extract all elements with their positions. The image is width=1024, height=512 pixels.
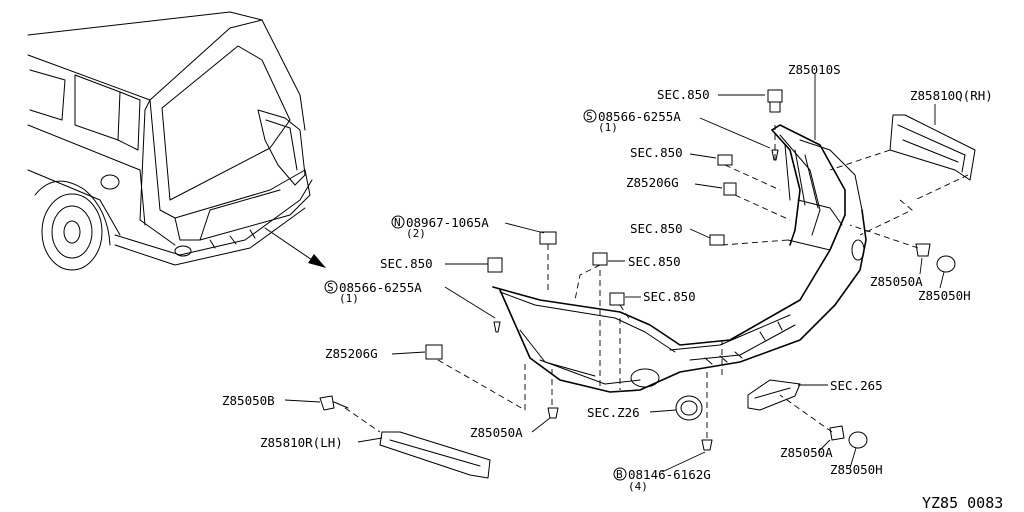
symbol-badge (583, 109, 597, 123)
symbol-badge (391, 215, 405, 229)
callout-labels: Z85010S Z85810Q(RH) SEC.850 S 08566-6255… (222, 62, 993, 493)
callout-label: 08146-6162G (628, 467, 711, 482)
callout-label: SEC.850 (630, 221, 683, 236)
callout-label: SEC.850 (630, 145, 683, 160)
callout-label: SEC.265 (830, 378, 883, 393)
callout-symbol: S (327, 281, 334, 294)
leader-lines (284, 74, 945, 473)
symbol-badge (613, 467, 627, 481)
callout-label: 08967-1065A (406, 215, 489, 230)
diagram-code: YZ85 0083 (922, 494, 1003, 512)
bracket-rh (889, 114, 976, 181)
vehicle-rear-view (27, 11, 326, 271)
callout-qty: (1) (598, 121, 618, 134)
callout-label: 08566-6255A (339, 280, 422, 295)
callout-label: Z85050A (470, 425, 523, 440)
fasteners (319, 89, 956, 451)
bracket-lh (379, 431, 491, 479)
license-lamp-bracket (747, 379, 801, 411)
rear-bumper-fascia (492, 124, 867, 393)
assembly-lines (344, 125, 969, 438)
callout-label: Z85206G (325, 346, 378, 361)
callout-label: SEC.850 (628, 254, 681, 269)
callout-label: SEC.850 (657, 87, 710, 102)
callout-qty: (2) (406, 227, 426, 240)
callout-label: Z85010S (788, 62, 841, 77)
callout-symbol: B (616, 468, 623, 481)
reflector-part (675, 395, 703, 421)
callout-symbol: N (394, 216, 401, 229)
callout-label: Z85050H (918, 288, 971, 303)
callout-qty: (4) (628, 480, 648, 493)
callout-label: Z85050A (780, 445, 833, 460)
callout-label: SEC.850 (643, 289, 696, 304)
symbol-badge (324, 280, 338, 294)
callout-label: Z85050B (222, 393, 275, 408)
callout-label: Z85810R(LH) (260, 435, 343, 450)
callout-qty: (1) (339, 292, 359, 305)
callout-label: SEC.850 (380, 256, 433, 271)
callout-label: SEC.Z26 (587, 405, 640, 420)
callout-label: Z85050H (830, 462, 883, 477)
callout-label: Z85050A (870, 274, 923, 289)
callout-label: Z85206G (626, 175, 679, 190)
callout-label: 08566-6255A (598, 109, 681, 124)
callout-label: Z85810Q(RH) (910, 88, 993, 103)
callout-symbol: S (586, 110, 593, 123)
